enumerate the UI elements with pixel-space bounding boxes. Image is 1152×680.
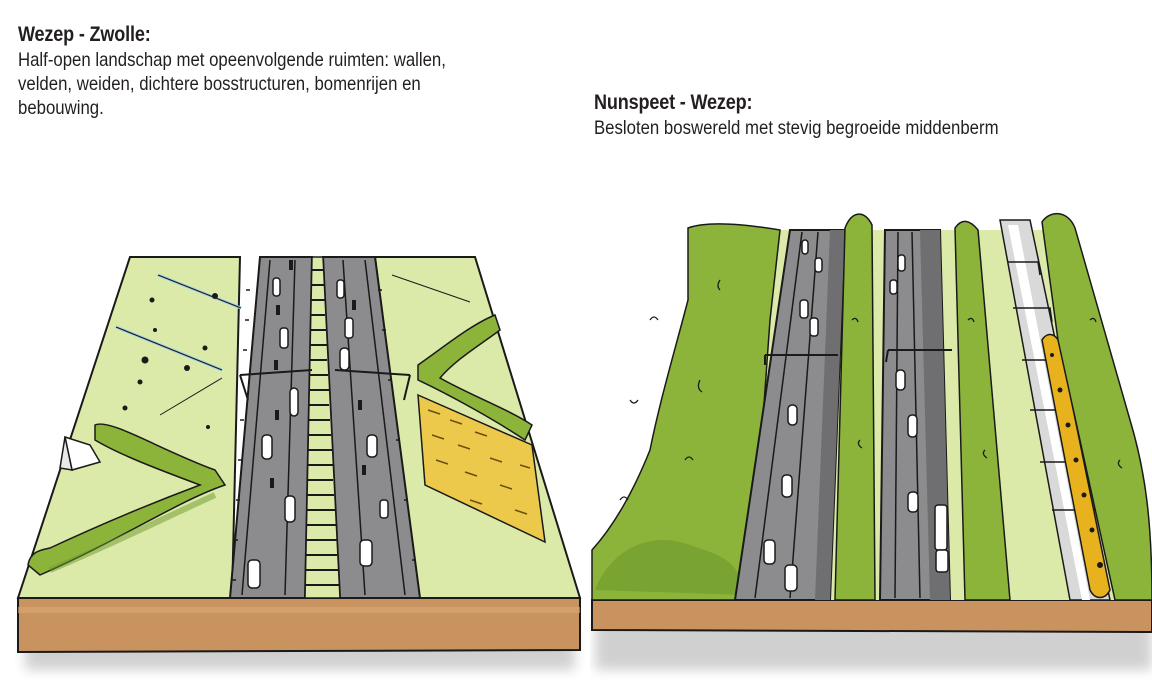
median-hedge — [834, 213, 876, 601]
landscape-sketch-right — [591, 213, 1152, 670]
crop-rows — [427, 409, 531, 515]
train-windows — [1050, 353, 1103, 568]
sign-gantry — [239, 369, 411, 401]
lane-markings — [754, 231, 921, 599]
illustration-closed-forest — [590, 200, 1152, 680]
verge-ticks — [232, 289, 416, 581]
section-title: Wezep - Zwolle: — [18, 23, 151, 46]
vehicles — [247, 277, 389, 589]
forest-block-right — [1041, 213, 1152, 601]
soil-layer — [17, 597, 581, 654]
landscape-sketch-left — [16, 256, 582, 670]
sign-gantry — [764, 349, 952, 365]
highway-left-carriageway — [228, 256, 314, 599]
hedgerow-right — [417, 314, 533, 442]
description-line: bebouwing. — [18, 97, 104, 119]
caption-nunspeet-wezep: Nunspeet - Wezep: Besloten boswereld met… — [594, 90, 1064, 140]
forest-block-left — [591, 223, 781, 601]
dark-vehicles — [270, 260, 366, 488]
rail-sleepers — [305, 269, 339, 586]
central-railway — [304, 256, 341, 599]
shrub-dots — [122, 293, 218, 429]
caption-wezep-zwolle: Wezep - Zwolle: Half-open landschap met … — [18, 22, 516, 120]
description-line: Half-open landschap met opeenvolgende ru… — [18, 49, 446, 71]
illustration-half-open-landscape — [0, 200, 590, 680]
water-ditch — [115, 273, 471, 416]
foliage-texture — [619, 279, 1123, 501]
soil-layer — [591, 599, 1152, 634]
roadside-hedge — [954, 220, 1011, 601]
yellow-crop-field — [417, 393, 546, 544]
lane-markings — [241, 259, 406, 596]
farmhouse — [59, 435, 102, 471]
description-line: Besloten boswereld met stevig begroeide … — [594, 117, 999, 139]
section-title: Nunspeet - Wezep: — [594, 91, 753, 114]
description-line: velden, weiden, dichtere bosstructuren, … — [18, 73, 421, 95]
hedgerow-left — [27, 423, 227, 576]
vehicles — [763, 239, 949, 592]
